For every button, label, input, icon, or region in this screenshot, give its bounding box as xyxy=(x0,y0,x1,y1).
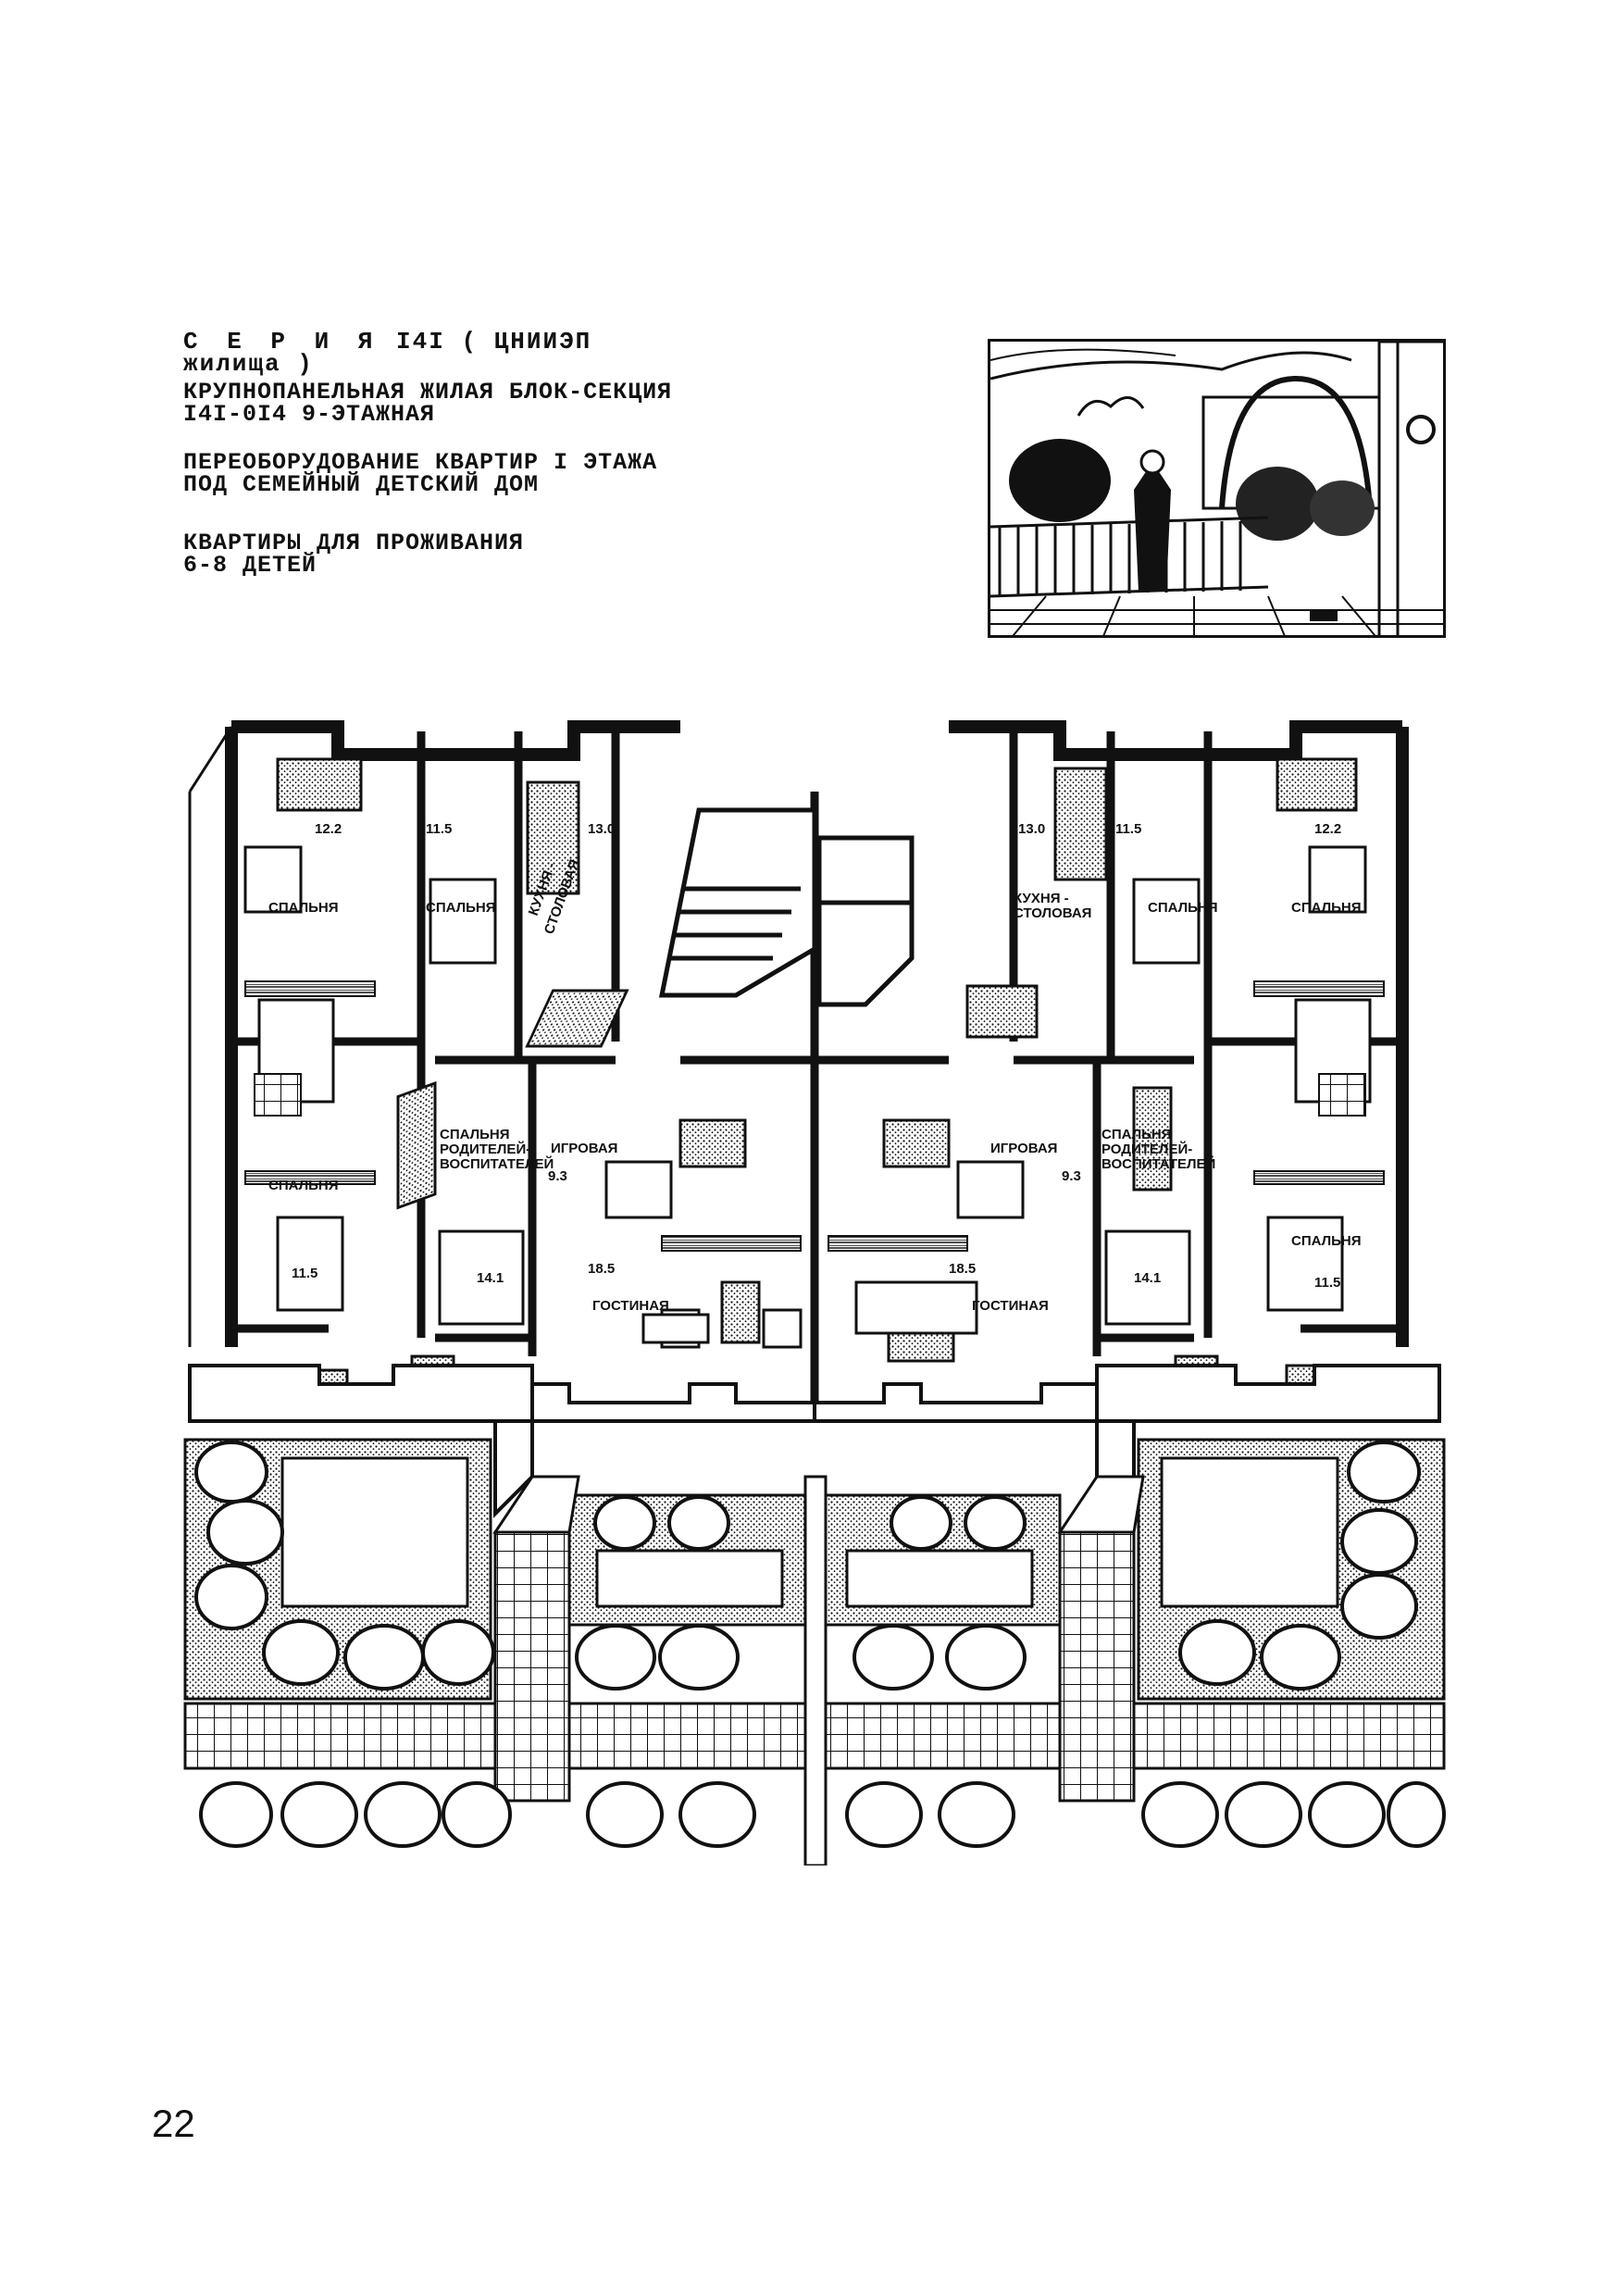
conversion-title: ПЕРЕОБОРУДОВАНИЕ КВАРТИР I ЭТАЖА ПОД СЕМ… xyxy=(183,449,702,498)
series-number: I4I xyxy=(396,328,445,356)
area-parents-right: 14.1 xyxy=(1134,1270,1161,1286)
room-label-parents-left-1: СПАЛЬНЯ xyxy=(440,1127,510,1142)
area-kitchen-left: 13.0 xyxy=(588,821,615,837)
room-label-parents-right-3: ВОСПИТАТЕЛЕЙ xyxy=(1101,1155,1215,1172)
room-label-bedroom-bottom-right: СПАЛЬНЯ xyxy=(1291,1233,1362,1249)
block-section-title: КРУПНОПАНЕЛЬНАЯ ЖИЛАЯ БЛОК-СЕКЦИЯ I4I-0I… xyxy=(183,381,702,426)
series-org: ( ЦНИИЭП жилища ) xyxy=(183,328,592,378)
area-bedroom-bottom-left: 11.5 xyxy=(292,1266,317,1281)
block-line-1: КРУПНОПАНЕЛЬНАЯ ЖИЛАЯ БЛОК-СЕКЦИЯ xyxy=(183,379,673,406)
page-number: 22 xyxy=(152,2102,195,2145)
area-bedroom-right-2: 11.5 xyxy=(1115,821,1141,837)
room-label-kitchen-right-1: КУХНЯ - xyxy=(1014,891,1069,906)
room-label-parents-right-2: РОДИТЕЛЕЙ- xyxy=(1101,1141,1192,1157)
room-label-bedroom-top-right: СПАЛЬНЯ xyxy=(1291,900,1362,916)
area-bedroom-top-right: 12.2 xyxy=(1314,821,1341,837)
room-label-playroom-right: ИГРОВАЯ xyxy=(990,1141,1057,1156)
room-label-bedroom-left-2: СПАЛЬНЯ xyxy=(426,900,496,916)
isometric-floor-plan: СПАЛЬНЯ СПАЛЬНЯ СПАЛЬНЯ СПАЛЬНЯ СПАЛЬНЯ … xyxy=(180,718,1449,1866)
area-living-right: 18.5 xyxy=(949,1261,976,1277)
area-playroom-right: 9.3 xyxy=(1062,1168,1081,1184)
room-label-kitchen-right-2: СТОЛОВАЯ xyxy=(1014,905,1091,921)
area-bedroom-left-2: 11.5 xyxy=(426,821,452,837)
apartments-line-1: КВАРТИРЫ ДЛЯ ПРОЖИВАНИЯ xyxy=(183,530,525,556)
area-bedroom-top-left: 12.2 xyxy=(315,821,342,837)
room-label-living-right: ГОСТИНАЯ xyxy=(972,1298,1049,1314)
area-living-left: 18.5 xyxy=(588,1261,615,1277)
conversion-line-2: ПОД СЕМЕЙНЫЙ ДЕТСКИЙ ДОМ xyxy=(183,471,540,498)
apartments-line-2: 6-8 ДЕТЕЙ xyxy=(183,552,317,579)
area-parents-left: 14.1 xyxy=(477,1270,504,1286)
series-word: С Е Р И Я xyxy=(183,328,380,356)
series-title: С Е Р И Я I4I ( ЦНИИЭП жилища ) xyxy=(183,328,702,378)
area-playroom-left: 9.3 xyxy=(548,1168,567,1184)
room-label-bedroom-bottom-left: СПАЛЬНЯ xyxy=(268,1178,339,1193)
area-kitchen-right: 13.0 xyxy=(1018,821,1045,837)
conversion-line-1: ПЕРЕОБОРУДОВАНИЕ КВАРТИР I ЭТАЖА xyxy=(183,449,658,476)
room-label-bedroom-right-2: СПАЛЬНЯ xyxy=(1148,900,1218,916)
room-label-parents-right-1: СПАЛЬНЯ xyxy=(1101,1127,1172,1142)
room-label-living-left: ГОСТИНАЯ xyxy=(592,1298,669,1314)
block-line-2: I4I-0I4 9-ЭТАЖНАЯ xyxy=(183,401,436,428)
veranda-sketch xyxy=(988,339,1446,638)
area-bedroom-bottom-right: 11.5 xyxy=(1314,1275,1340,1291)
room-label-parents-left-2: РОДИТЕЛЕЙ- xyxy=(440,1141,530,1157)
room-label-parents-left-3: ВОСПИТАТЕЛЕЙ xyxy=(440,1155,554,1172)
room-label-playroom-left: ИГРОВАЯ xyxy=(551,1141,617,1156)
room-label-bedroom-top-left: СПАЛЬНЯ xyxy=(268,900,339,916)
apartments-title: КВАРТИРЫ ДЛЯ ПРОЖИВАНИЯ 6-8 ДЕТЕЙ xyxy=(183,530,702,579)
